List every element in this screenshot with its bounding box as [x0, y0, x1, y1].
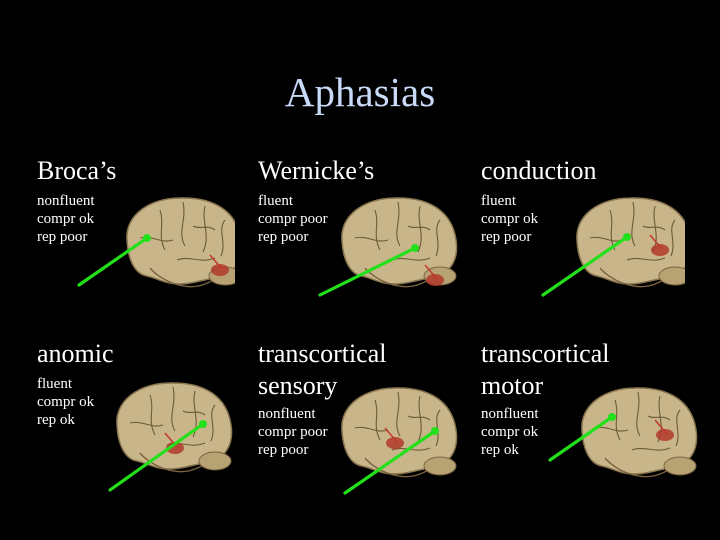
lesion-spot [386, 437, 404, 449]
green-arrow [343, 429, 437, 495]
arrow-head [623, 233, 631, 241]
brain-svg [548, 387, 698, 478]
brain-illustration [530, 375, 700, 525]
brain-illustration [90, 370, 260, 520]
brain-icon [126, 197, 235, 288]
aphasia-heading: Wernicke’s [258, 156, 375, 185]
brain-icon [581, 387, 698, 478]
aphasia-heading: anomic [37, 339, 114, 368]
arrow-head [608, 413, 616, 421]
aphasia-heading: Broca’s [37, 156, 117, 185]
brain-icon [116, 382, 233, 473]
brain-svg [108, 382, 233, 492]
brain-illustration [515, 180, 685, 330]
brain-illustration [65, 180, 235, 330]
brain-icon [341, 197, 458, 288]
arrow-head [199, 420, 207, 428]
brain-illustration [290, 180, 460, 330]
arrow-head [143, 234, 151, 242]
green-arrow [541, 235, 629, 297]
brain-svg [77, 197, 235, 288]
aphasia-heading: conduction [481, 156, 597, 185]
arrow-head [431, 427, 439, 435]
green-arrow [77, 236, 149, 287]
lesion-spot [426, 274, 444, 286]
brain-svg [318, 197, 458, 297]
lesion-spot [211, 264, 229, 276]
brain-svg [341, 387, 458, 495]
green-arrow [548, 415, 614, 462]
green-arrow [318, 246, 417, 297]
green-arrow [108, 422, 205, 492]
lesion-spot [656, 429, 674, 441]
brain-icon [576, 197, 685, 288]
brain-illustration [320, 375, 490, 525]
lesion-spot [166, 442, 184, 454]
arrow-head [411, 244, 419, 252]
brain-svg [541, 197, 685, 297]
lesion-spot [651, 244, 669, 256]
brain-icon [341, 387, 458, 478]
slide-title: Aphasias [284, 69, 436, 115]
